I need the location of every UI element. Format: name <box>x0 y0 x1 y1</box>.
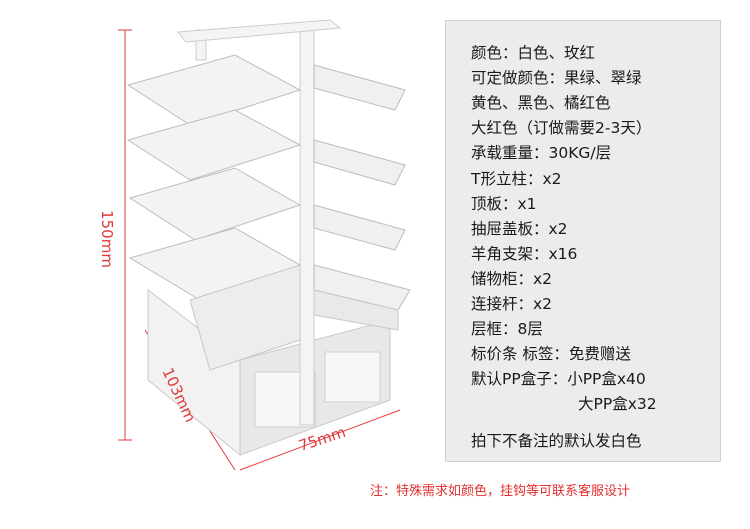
width-dimension-line <box>239 409 401 471</box>
top-plate <box>177 19 342 43</box>
spec-custom-color: 可定做颜色：果绿、翠绿 <box>471 69 642 87</box>
spec-load: 承载重量：30KG/层 <box>471 144 612 162</box>
left-shelves <box>126 54 302 371</box>
spec-custom-color-cont: 黄色、黑色、橘红色 <box>471 94 611 112</box>
spec-default-color-note: 拍下不备注的默认发白色 <box>471 432 642 450</box>
spec-labels: 标价条 标签：免费赠送 <box>471 345 631 363</box>
spec-bracket: 羊角支架：x16 <box>471 245 578 263</box>
footnote: 注：特殊需求如颜色，挂钩等可联系客服设计 <box>370 484 631 499</box>
spec-color: 颜色：白色、玫红 <box>471 44 596 62</box>
spec-t-post: T形立柱：x2 <box>471 170 562 188</box>
spec-layers: 层框：8层 <box>471 320 543 338</box>
spec-pp-box: 默认PP盒子：小PP盒x40 <box>471 370 646 388</box>
storage-cabinet <box>147 288 391 457</box>
right-shelves <box>313 64 411 331</box>
spec-cabinet: 储物柜：x2 <box>471 270 553 288</box>
height-dimension-line <box>118 29 132 441</box>
spec-panel: 颜色：白色、玫红 可定做颜色：果绿、翠绿 黄色、黑色、橘红色 大红色（订做需要2… <box>445 20 721 462</box>
spec-custom-color-note: 大红色（订做需要2-3天） <box>471 119 652 137</box>
spec-top-plate: 顶板：x1 <box>471 195 537 213</box>
height-dimension-label: 150mm <box>97 210 116 268</box>
shelf-illustration <box>118 19 411 471</box>
spec-drawer-cover: 抽屉盖板：x2 <box>471 220 568 238</box>
spec-pp-box-large: 大PP盒x32 <box>578 395 657 413</box>
product-image: 150mm 103mm 75mm <box>97 19 411 471</box>
spec-connector: 连接杆：x2 <box>471 295 553 313</box>
